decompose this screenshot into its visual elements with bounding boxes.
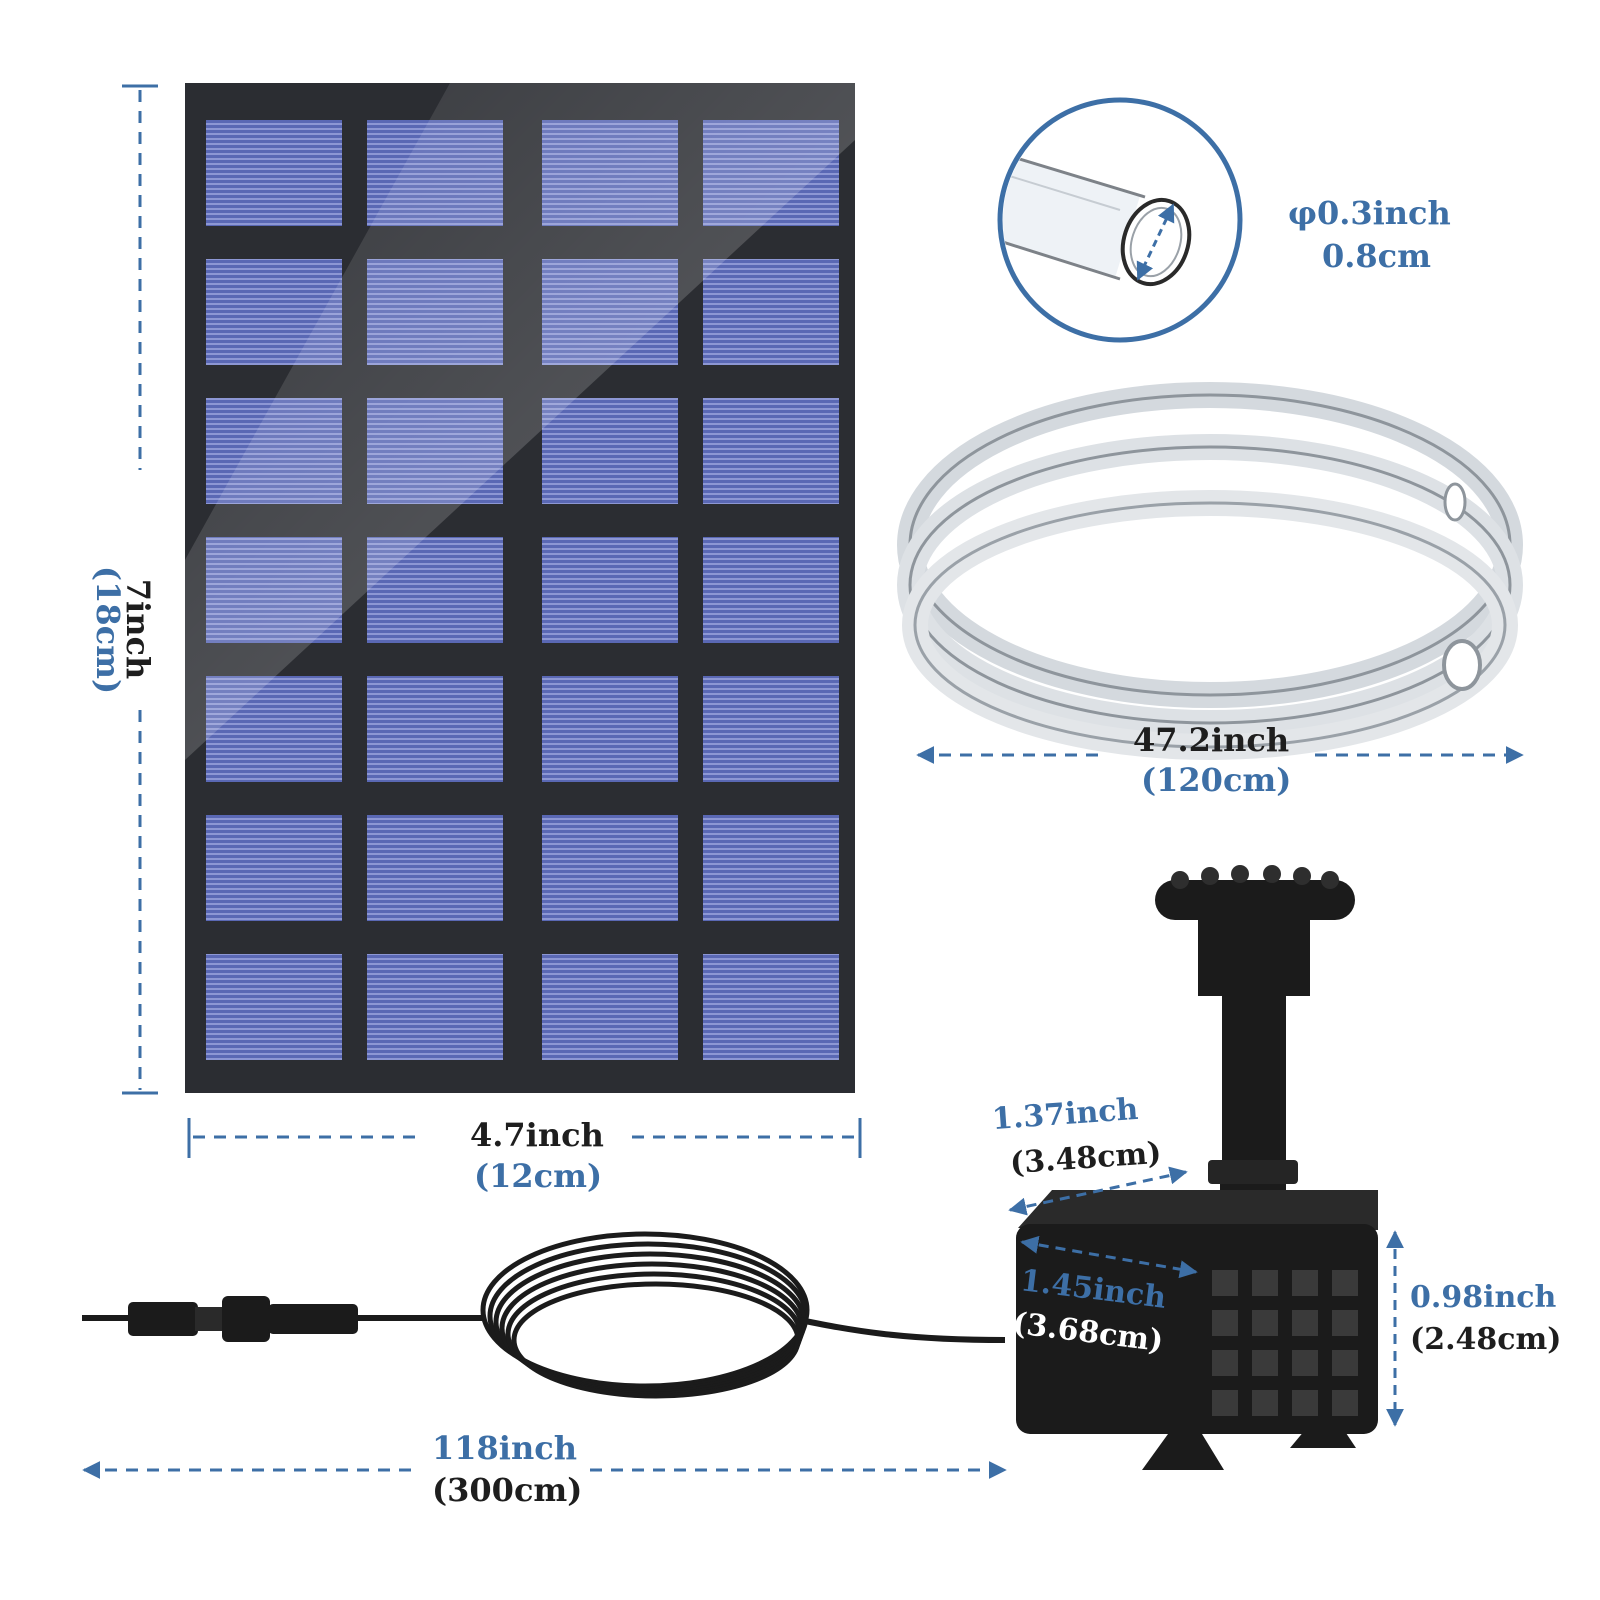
tube-diameter-inch-label: φ0.3inch: [1288, 194, 1451, 232]
grille-slot: [1292, 1390, 1318, 1416]
tube-cross-section-icon: [997, 97, 1243, 343]
solar-cell: [206, 120, 342, 226]
grille-slot: [1252, 1350, 1278, 1376]
grille-slot: [1292, 1350, 1318, 1376]
panel-height-dimension-line: [122, 84, 158, 1095]
pump-width-dimension-line: [1020, 1235, 1198, 1279]
panel-width-dimension-line: [187, 1118, 862, 1158]
pump-intake-grille: [1212, 1270, 1358, 1416]
solar-cell: [703, 676, 839, 782]
solar-cell: [542, 954, 678, 1060]
solar-cell: [703, 954, 839, 1060]
solar-cell: [542, 676, 678, 782]
solar-cell: [367, 954, 503, 1060]
grille-slot: [1252, 1310, 1278, 1336]
solar-cell: [542, 398, 678, 504]
cable-length-inch-label: 118inch: [432, 1429, 577, 1467]
grille-slot: [1292, 1270, 1318, 1296]
grille-slot: [1212, 1310, 1238, 1336]
solar-cell: [703, 537, 839, 643]
pump-height-inch-label: 0.98inch: [1410, 1280, 1557, 1315]
tube-length-cm-label: (120cm): [1141, 761, 1292, 799]
grille-slot: [1252, 1270, 1278, 1296]
grille-slot: [1212, 1270, 1238, 1296]
tube-length-inch-label: 47.2inch: [1133, 721, 1290, 759]
tube-diameter-cm-label: 0.8cm: [1322, 237, 1432, 275]
pump-depth-dimension-line: [1008, 1166, 1188, 1216]
cable-length-cm-label: (300cm): [432, 1471, 583, 1509]
pump-height-cm-label: (2.48cm): [1410, 1322, 1562, 1357]
cable-with-connector-icon: [82, 1231, 1006, 1399]
panel-width-cm-label: (12cm): [474, 1157, 603, 1195]
solar-panel: [185, 83, 855, 1093]
grille-slot: [1292, 1310, 1318, 1336]
grille-slot: [1332, 1390, 1358, 1416]
solar-cell: [542, 537, 678, 643]
solar-cell: [206, 954, 342, 1060]
grille-slot: [1252, 1390, 1278, 1416]
panel-glare: [185, 83, 855, 760]
grille-slot: [1332, 1350, 1358, 1376]
grille-slot: [1332, 1310, 1358, 1336]
coiled-tube-icon: [897, 382, 1523, 760]
grille-slot: [1212, 1390, 1238, 1416]
solar-cell: [703, 259, 839, 365]
solar-cell: [367, 815, 503, 921]
grille-slot: [1332, 1270, 1358, 1296]
solar-cell: [206, 815, 342, 921]
panel-width-inch-label: 4.7inch: [470, 1116, 604, 1154]
solar-cell: [703, 398, 839, 504]
solar-cell: [367, 676, 503, 782]
solar-cell: [542, 815, 678, 921]
grille-slot: [1212, 1350, 1238, 1376]
solar-cell: [703, 815, 839, 921]
panel-height-cm-label: (18cm): [89, 565, 128, 695]
